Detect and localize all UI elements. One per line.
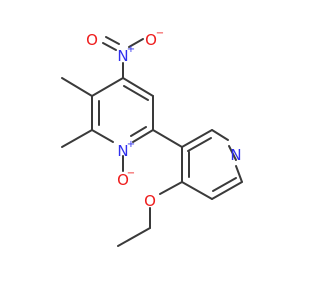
- atom-pyridine-n: N: [230, 146, 241, 164]
- bond-biaryl: [152, 129, 183, 148]
- bond-p6-p5-double: [212, 177, 237, 192]
- atom-methoxy-o: O: [144, 192, 156, 210]
- bond-p2-pn: [211, 129, 229, 141]
- molecule-canvas: O O − N + N + O − N O: [61, 28, 243, 247]
- atom-nitro-o-right: O: [145, 31, 157, 49]
- atom-n-oxide-n: N: [117, 142, 128, 160]
- bond-c2-n1-double: [130, 126, 147, 137]
- bond-p4-o: [159, 181, 183, 195]
- bond-n1-c6: [91, 129, 114, 143]
- bond-c5-methyl: [61, 77, 93, 97]
- bond-p3-p2: [181, 129, 213, 148]
- bond-p6-p5: [211, 181, 243, 200]
- charge-n-oxide-o: −: [127, 168, 135, 179]
- atom-nitro-n: N: [117, 47, 128, 65]
- bond-c2-n1: [132, 129, 154, 143]
- atom-nitro-o-left: O: [86, 31, 98, 49]
- charge-n-oxide-n: +: [127, 139, 135, 150]
- bond-methyl-end: [117, 227, 151, 247]
- charge-nitro-n: +: [127, 44, 135, 55]
- bond-nitro-o-right: [128, 38, 144, 48]
- bond-c4-c3: [122, 77, 154, 97]
- charge-nitro-o-right: −: [156, 28, 164, 39]
- atom-labels: O O − N + N + O − N O: [86, 28, 242, 210]
- bond-nitro-o-left: [102, 42, 117, 51]
- bond-c4-c5: [91, 77, 124, 97]
- molecule-structure: O O − N + N + O − N O: [61, 28, 243, 247]
- bond-nitro-o-left-double: [105, 36, 120, 45]
- bond-p3-p2-double: [187, 137, 212, 152]
- atom-n-oxide-o: O: [117, 171, 129, 189]
- bond-pn-p6: [235, 165, 243, 183]
- bond-c4-c3-double: [123, 85, 149, 101]
- bonds: [61, 36, 243, 247]
- bond-c6-methyl: [61, 129, 93, 148]
- bond-p5-p4: [181, 181, 213, 200]
- bond-pn-double-inner: [228, 145, 237, 161]
